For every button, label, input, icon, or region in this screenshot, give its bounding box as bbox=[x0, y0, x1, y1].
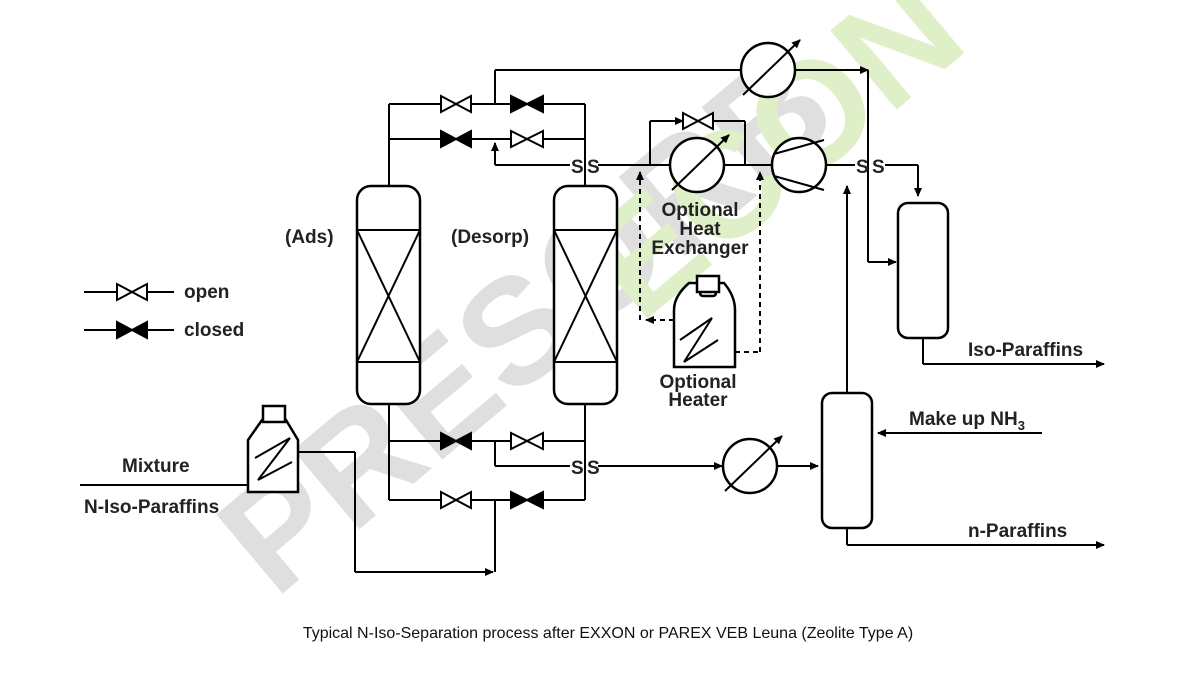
s-marker: S bbox=[856, 157, 869, 178]
optional-heater-label-2: Heater bbox=[668, 390, 728, 411]
desorber-column bbox=[552, 184, 619, 406]
legend-closed-label: closed bbox=[184, 320, 244, 341]
heat-exchanger-bottom bbox=[721, 435, 783, 495]
product-lines bbox=[843, 185, 1105, 549]
s-markers: S S S S S S bbox=[571, 157, 885, 479]
n-paraffins-label: n-Paraffins bbox=[968, 521, 1067, 542]
optional-heat-exchanger-label-1: Optional bbox=[661, 200, 738, 221]
optional-heat-exchanger bbox=[668, 134, 730, 194]
optional-heat-exchanger-label-3: Exchanger bbox=[651, 238, 749, 259]
heat-exchanger-top bbox=[739, 39, 801, 99]
valve-top-3-closed[interactable] bbox=[440, 129, 472, 149]
optional-heat-exchanger-label-2: Heat bbox=[679, 219, 721, 240]
feed-heater-symbol bbox=[246, 404, 300, 494]
valve-bottom-4-closed[interactable] bbox=[510, 490, 544, 510]
legend-open-valve-icon bbox=[116, 282, 135, 302]
iso-separator-vessel bbox=[896, 201, 950, 340]
valve-bottom-3-open[interactable] bbox=[440, 490, 472, 510]
valve-top-1-open[interactable] bbox=[440, 94, 472, 114]
s-marker: S bbox=[571, 157, 584, 178]
legend bbox=[84, 282, 174, 340]
valve-bottom-2-open[interactable] bbox=[510, 431, 544, 451]
adsorber-column bbox=[355, 184, 422, 406]
valve-bottom-1-closed[interactable] bbox=[440, 431, 472, 451]
optional-heater-dashed-lines bbox=[636, 171, 764, 353]
n-separator-vessel bbox=[820, 391, 874, 530]
top-piping bbox=[388, 66, 922, 266]
make-up-nh3-label: Make up NH3 bbox=[909, 409, 1025, 433]
valve-top-2-closed[interactable] bbox=[510, 94, 544, 114]
valve-bypass-open[interactable] bbox=[682, 111, 714, 131]
compressor bbox=[770, 136, 828, 194]
figure-caption: Typical N-Iso-Separation process after E… bbox=[303, 625, 913, 642]
bottom-piping bbox=[80, 404, 819, 576]
s-marker: S bbox=[587, 157, 600, 178]
legend-open-label: open bbox=[184, 282, 229, 303]
mixture-label: Mixture bbox=[122, 456, 190, 477]
valve-top-4-open[interactable] bbox=[510, 129, 544, 149]
optional-heater-symbol bbox=[672, 274, 737, 369]
adsorber-label: (Ads) bbox=[285, 227, 334, 248]
feed-label: N-Iso-Paraffins bbox=[84, 497, 219, 518]
legend-closed-valve-icon bbox=[116, 320, 135, 340]
s-marker: S bbox=[571, 458, 584, 479]
iso-paraffins-label: Iso-Paraffins bbox=[968, 340, 1083, 361]
desorber-label: (Desorp) bbox=[451, 227, 529, 248]
s-marker: S bbox=[872, 157, 885, 178]
optional-heater-label-1: Optional bbox=[659, 372, 736, 393]
s-marker: S bbox=[587, 458, 600, 479]
